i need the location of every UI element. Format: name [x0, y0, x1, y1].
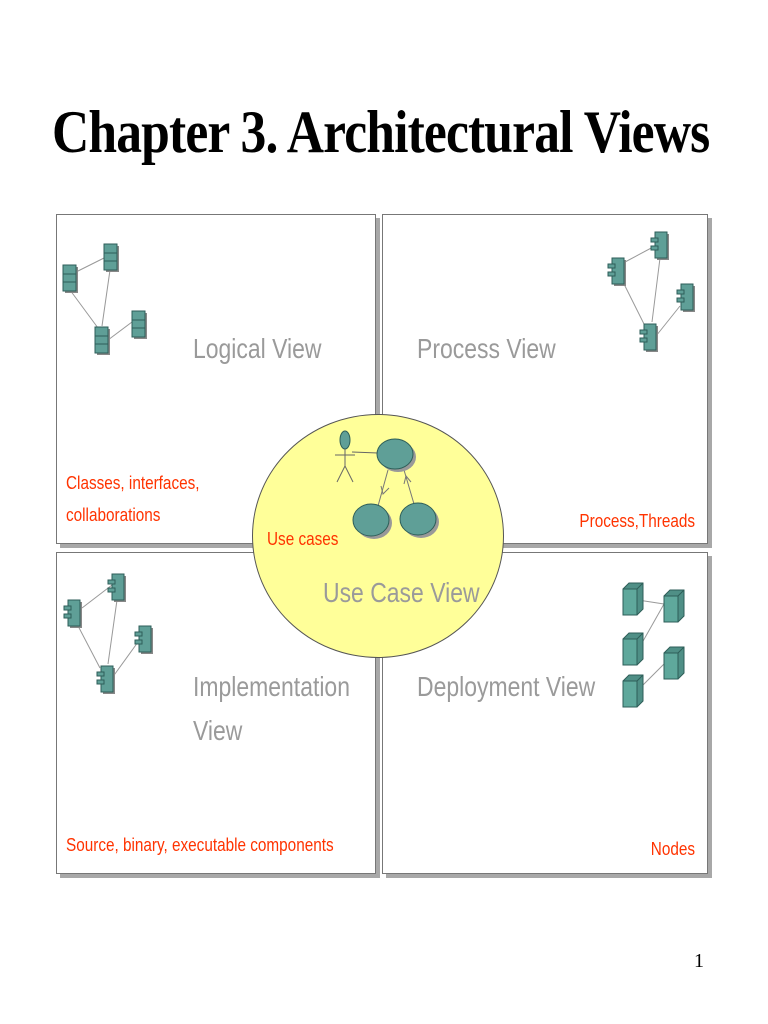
logical-view-desc-line1: Classes, interfaces,	[66, 473, 200, 493]
actor-icon	[335, 430, 355, 483]
process-component-diagram-icon	[607, 231, 696, 353]
use-case-desc: Use cases	[267, 529, 339, 549]
process-view-desc: Process,Threads	[579, 511, 695, 531]
logical-view-label: Logical View	[193, 333, 322, 364]
deployment-node-diagram-icon	[622, 582, 685, 708]
implementation-view-desc: Source, binary, executable components	[66, 835, 334, 855]
implementation-view-label-line2: View	[193, 715, 243, 746]
deployment-view-label: Deployment View	[417, 671, 596, 702]
use-case-view-label: Use Case View	[323, 577, 480, 608]
page-number: 1	[694, 950, 704, 972]
page-title: Chapter 3. Architectural Views	[52, 99, 710, 165]
logical-view-desc-line2: collaborations	[66, 505, 161, 525]
deployment-view-desc: Nodes	[650, 839, 695, 859]
use-case-diagram-icon	[335, 430, 439, 539]
implementation-component-diagram-icon	[63, 573, 154, 695]
implementation-view-label-line1: Implementation	[193, 671, 350, 702]
process-view-label: Process View	[417, 333, 556, 364]
logical-class-diagram-icon	[62, 243, 148, 356]
